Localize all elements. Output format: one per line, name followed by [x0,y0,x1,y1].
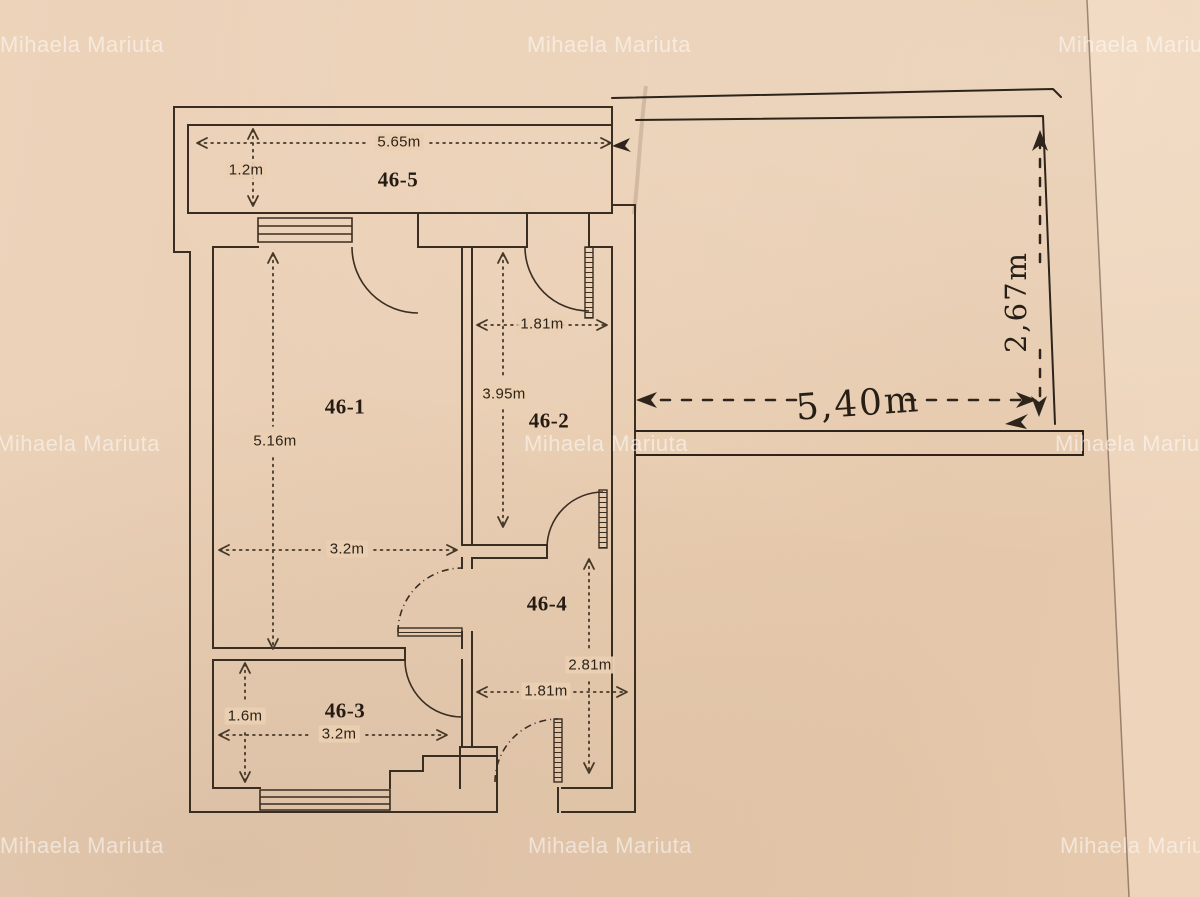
dim-label-room2-width: 1.81m [517,315,567,333]
room-label-46-4: 46-4 [526,591,568,616]
room3-window [259,789,391,811]
dim-label-room3-width: 3.2m [318,725,360,743]
watermark: Mihaela Mariuta [1055,431,1200,456]
dim-label-room2-length: 3.95m [479,385,529,403]
watermark: Mihaela Mariuta [1058,32,1200,57]
balcony-window [257,217,353,243]
terrace-sketch [611,88,1084,456]
room2-door-arc [524,246,590,312]
dim-label-balcony-depth: 1.2m [225,161,267,179]
room1-hall-door-leaf [397,627,463,637]
watermark: Mihaela Mariuta [524,431,689,456]
balcony-outline [173,106,613,253]
dim-label-room3-depth: 1.6m [224,707,266,725]
dimension-arrows-printed [196,128,628,783]
room3-door-arc [404,659,463,718]
watermark: Mihaela Mariuta [1060,833,1200,858]
dim-label-hall-length: 2.81m [565,656,615,674]
balcony-door-arc [351,246,419,314]
entry-door-arc [494,718,559,783]
entry-door-leaf [553,718,563,783]
hall-room2-door-leaf [598,489,608,549]
handwritten-dim-terrace-height: 2,67m [999,250,1033,354]
dim-label-balcony-width: 5.65m [374,133,424,151]
exterior-walls [187,204,636,813]
dim-label-room1-width: 3.2m [326,540,368,558]
door-arcs [351,246,604,783]
dimension-lines-printed [197,129,627,782]
watermark: Mihaela Mariuta [0,32,165,57]
watermark: Mihaela Mariuta [0,431,161,456]
paper-fold-crease [632,0,1200,897]
terrace-dimension-lines [638,138,1042,412]
room-label-46-3: 46-3 [324,698,366,723]
room-label-46-2: 46-2 [528,408,570,433]
room2-door-leaf [584,246,594,319]
watermark: Mihaela Mariuta [527,32,692,57]
room-label-46-5: 46-5 [377,167,419,192]
terrace-arrows [612,130,1048,429]
watermark: Mihaela Mariuta [528,833,693,858]
handwritten-dim-terrace-width: 5,40m [794,379,922,429]
windows [257,217,391,811]
room-label-46-1: 46-1 [324,394,366,419]
dim-label-room1-length: 5.16m [250,432,300,450]
dim-label-hall-width: 1.81m [521,682,571,700]
hall-room2-door-arc [546,491,604,549]
room1-hall-door-arc [397,567,463,633]
watermark: Mihaela Mariuta [0,833,165,858]
interior-walls [212,246,548,789]
